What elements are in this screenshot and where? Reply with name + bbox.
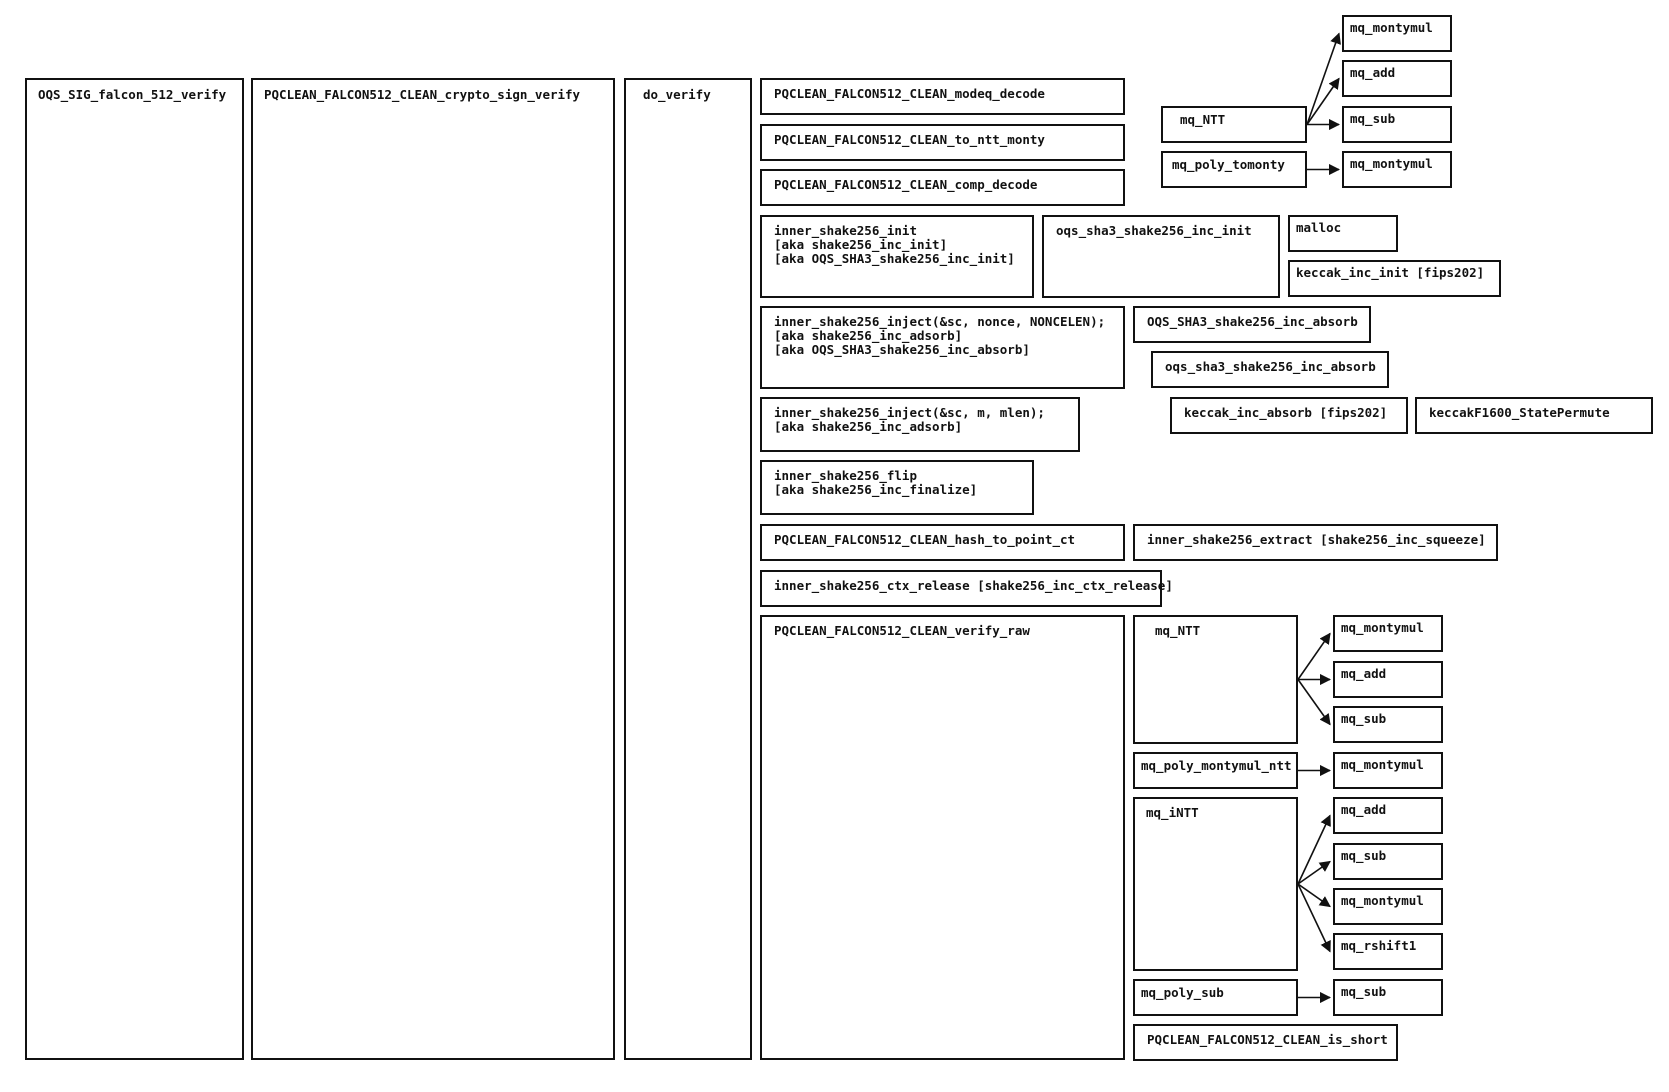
node-i-montymul: mq_montymul [1333, 888, 1443, 925]
node-ctx-release: inner_shake256_ctx_release [shake256_inc… [760, 570, 1173, 607]
node-label: inner_shake256_extract [shake256_inc_squ… [1147, 532, 1486, 547]
node-label: do_verify [643, 87, 711, 102]
node-oqs-sig-verify: OQS_SIG_falcon_512_verify [25, 78, 244, 1060]
node-label: OQS_SHA3_shake256_inc_absorb [1147, 314, 1358, 329]
node-label: mq_NTT [1180, 112, 1226, 127]
node-label: mq_poly_sub [1141, 985, 1224, 1000]
call-arrow [1306, 32, 1341, 125]
node-mq-poly-tomonty: mq_poly_tomonty [1161, 151, 1307, 188]
node-n-add: mq_add [1333, 661, 1443, 698]
node-label: mq_sub [1341, 984, 1387, 999]
node-shake-init: inner_shake256_init [aka shake256_inc_in… [760, 215, 1034, 298]
node-n-sub: mq_sub [1333, 706, 1443, 743]
node-t-add: mq_add [1342, 60, 1452, 97]
node-is-short: PQCLEAN_FALCON512_CLEAN_is_short [1133, 1024, 1398, 1061]
node-hash-to-point: PQCLEAN_FALCON512_CLEAN_hash_to_point_ct [760, 524, 1125, 561]
node-label: inner_shake256_inject(&sc, m, mlen); [ak… [774, 405, 1045, 434]
node-label: inner_shake256_flip [aka shake256_inc_fi… [774, 468, 978, 497]
node-shake-extract: inner_shake256_extract [shake256_inc_squ… [1133, 524, 1498, 561]
node-label: mq_montymul [1350, 156, 1433, 171]
node-label: inner_shake256_inject(&sc, nonce, NONCEL… [774, 314, 1106, 357]
node-mq-poly-sub: mq_poly_sub [1133, 979, 1298, 1016]
node-oqs-sha3-inc-absorb: OQS_SHA3_shake256_inc_absorb [1133, 306, 1371, 343]
node-keccak-inc-absorb: keccak_inc_absorb [fips202] [1170, 397, 1408, 434]
node-label: oqs_sha3_shake256_inc_init [1056, 223, 1252, 238]
node-label: mq_poly_tomonty [1172, 157, 1285, 172]
call-arrow [1297, 632, 1331, 680]
node-label: mq_add [1341, 802, 1387, 817]
node-verify-raw: PQCLEAN_FALCON512_CLEAN_verify_raw [760, 615, 1125, 1060]
node-label: mq_montymul [1350, 20, 1433, 35]
node-label: PQCLEAN_FALCON512_CLEAN_verify_raw [774, 623, 1030, 638]
node-label: oqs_sha3_shake256_inc_absorb [1165, 359, 1376, 374]
node-label: OQS_SIG_falcon_512_verify [38, 87, 227, 102]
node-n-montymul: mq_montymul [1333, 615, 1443, 652]
node-i-rshift1: mq_rshift1 [1333, 933, 1443, 970]
node-label: mq_montymul [1341, 757, 1424, 772]
node-sha3-inc-init: oqs_sha3_shake256_inc_init [1042, 215, 1280, 298]
node-label: keccak_inc_absorb [fips202] [1184, 405, 1388, 420]
call-arrow [1297, 883, 1331, 908]
node-to-ntt-monty: PQCLEAN_FALCON512_CLEAN_to_ntt_monty [760, 124, 1125, 161]
call-arrow [1297, 814, 1331, 885]
node-label: PQCLEAN_FALCON512_CLEAN_comp_decode [774, 177, 1038, 192]
node-label: mq_rshift1 [1341, 938, 1417, 953]
node-malloc: malloc [1288, 215, 1398, 252]
node-t-montymul: mq_montymul [1342, 15, 1452, 52]
node-label: mq_sub [1341, 848, 1387, 863]
node-label: malloc [1296, 220, 1342, 235]
node-label: mq_montymul [1341, 893, 1424, 908]
node-i-add: mq_add [1333, 797, 1443, 834]
call-arrow [1306, 77, 1340, 125]
node-label: mq_iNTT [1146, 805, 1199, 820]
node-crypto-sign-verify: PQCLEAN_FALCON512_CLEAN_crypto_sign_veri… [251, 78, 615, 1060]
node-mq-ntt: mq_NTT [1133, 615, 1298, 744]
node-label: mq_sub [1341, 711, 1387, 726]
node-modq-decode: PQCLEAN_FALCON512_CLEAN_modeq_decode [760, 78, 1125, 115]
node-mq-poly-montymul-ntt: mq_poly_montymul_ntt [1133, 752, 1298, 789]
node-label: PQCLEAN_FALCON512_CLEAN_is_short [1147, 1032, 1388, 1047]
call-arrow [1297, 883, 1331, 953]
node-label: PQCLEAN_FALCON512_CLEAN_hash_to_point_ct [774, 532, 1076, 547]
call-arrow [1297, 679, 1331, 726]
node-label: mq_poly_montymul_ntt [1141, 758, 1292, 773]
node-label: PQCLEAN_FALCON512_CLEAN_to_ntt_monty [774, 132, 1045, 147]
node-ps-sub: mq_sub [1333, 979, 1443, 1016]
node-label: inner_shake256_ctx_release [shake256_inc… [774, 578, 1173, 593]
node-label: inner_shake256_init [aka shake256_inc_in… [774, 223, 1015, 266]
node-do-verify: do_verify [624, 78, 752, 1060]
node-keccakf1600: keccakF1600_StatePermute [1415, 397, 1653, 434]
node-label: PQCLEAN_FALCON512_CLEAN_crypto_sign_veri… [264, 87, 581, 102]
node-t-tomonty-montymul: mq_montymul [1342, 151, 1452, 188]
node-shake-inject-m: inner_shake256_inject(&sc, m, mlen); [ak… [760, 397, 1080, 452]
node-label: keccak_inc_init [fips202] [1296, 265, 1485, 280]
node-comp-decode: PQCLEAN_FALCON512_CLEAN_comp_decode [760, 169, 1125, 206]
node-label: keccakF1600_StatePermute [1429, 405, 1610, 420]
node-label: mq_NTT [1155, 623, 1201, 638]
node-mq-intt: mq_iNTT [1133, 797, 1298, 971]
call-arrow [1297, 860, 1331, 885]
node-label: mq_sub [1350, 111, 1396, 126]
node-pm-montymul: mq_montymul [1333, 752, 1443, 789]
node-keccak-inc-init: keccak_inc_init [fips202] [1288, 260, 1501, 297]
node-i-sub: mq_sub [1333, 843, 1443, 880]
node-top-mq-ntt: mq_NTT [1161, 106, 1307, 143]
node-label: mq_montymul [1341, 620, 1424, 635]
node-shake-flip: inner_shake256_flip [aka shake256_inc_fi… [760, 460, 1034, 515]
node-oqs-sha3-inc-absorb: oqs_sha3_shake256_inc_absorb [1151, 351, 1389, 388]
node-t-sub: mq_sub [1342, 106, 1452, 143]
node-label: PQCLEAN_FALCON512_CLEAN_modeq_decode [774, 86, 1045, 101]
node-shake-inject-nonce: inner_shake256_inject(&sc, nonce, NONCEL… [760, 306, 1125, 389]
node-label: mq_add [1350, 65, 1396, 80]
node-label: mq_add [1341, 666, 1387, 681]
